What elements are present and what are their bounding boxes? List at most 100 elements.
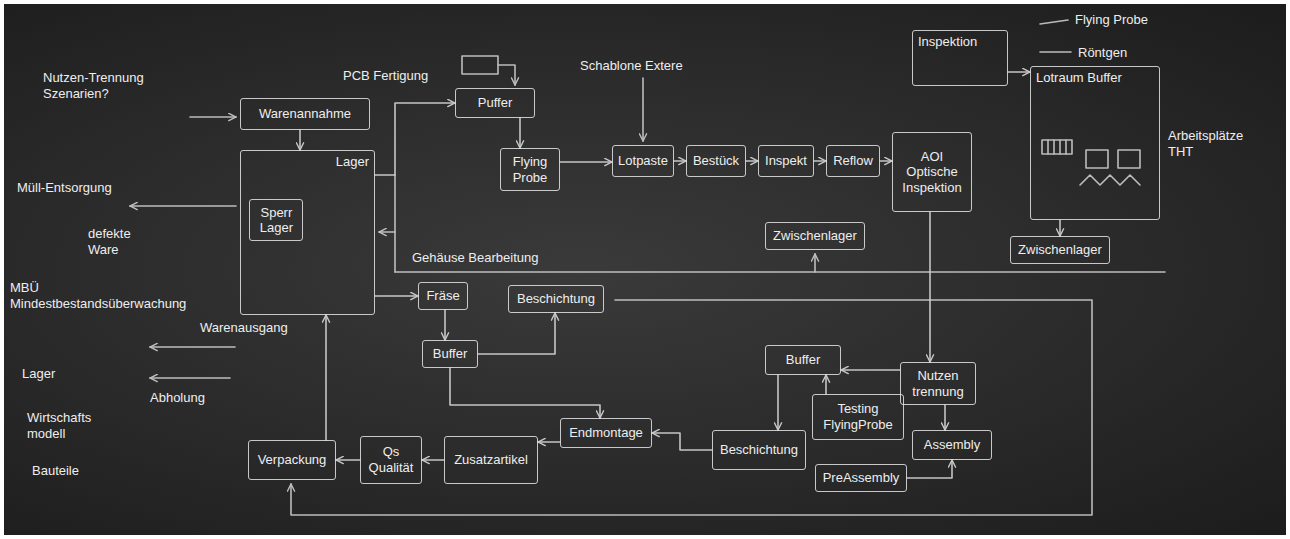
node-text: Lotpaste (618, 153, 668, 169)
node-text: Verpackung (258, 452, 327, 468)
storage-box: Zwischenlager (765, 222, 865, 250)
node-text: Lager (336, 154, 369, 170)
flow-arrow (825, 375, 827, 394)
note-text: Wirtschafts modell (27, 410, 107, 441)
process-box: Beschichtung (712, 430, 806, 470)
chalk-line (394, 175, 396, 272)
process-box: Fräse (418, 282, 468, 310)
flow-arrow (814, 160, 826, 162)
node-text: Lotraum Buffer (1036, 70, 1122, 86)
chalk-line (1040, 20, 1068, 24)
storage-box: LagerSperr Lager (240, 150, 375, 315)
note-text: Bauteile (32, 463, 79, 479)
node-text: Zusatzartikel (454, 452, 528, 468)
node-text: Inspektion (918, 34, 977, 50)
process-box: Qs Qualität (360, 436, 422, 484)
flow-arrow (478, 313, 555, 354)
note-text: Nutzen-Trennung Szenarien? (43, 70, 155, 101)
section-heading: PCB Fertigung (343, 68, 428, 84)
process-box: Bestück (686, 145, 746, 177)
process-box: Reflow (826, 145, 880, 177)
node-text: PreAssembly (823, 470, 900, 486)
process-box: Flying Probe (500, 148, 560, 191)
flow-arrow (375, 295, 418, 297)
process-box: Beschichtung (508, 285, 604, 313)
workstation-symbol (1080, 175, 1140, 185)
note-text: Arbeitsplätze THT (1168, 128, 1263, 159)
flow-arrow (519, 118, 521, 148)
process-box: Lotpaste (612, 145, 674, 177)
node-text: Qs Qualität (366, 444, 416, 475)
chalk-lines (130, 20, 1165, 515)
chalk-arrow (150, 377, 230, 379)
flow-arrow (907, 460, 952, 478)
node-text: Reflow (833, 153, 873, 169)
chalk-box (462, 56, 498, 74)
process-box: Zusatzartikel (444, 436, 538, 484)
flow-arrow (560, 161, 612, 163)
flow-arrow (1008, 71, 1030, 73)
flow-arrow (652, 433, 712, 450)
flow-arrow (375, 103, 455, 175)
node-text: Sperr Lager (255, 205, 297, 236)
process-box: Endmontage (560, 418, 652, 448)
note-text: MBÜ Mindestbestandsüberwachung (10, 280, 210, 311)
chalk-line (395, 271, 1165, 273)
node-text: Warenannahme (259, 106, 351, 122)
node-text: Flying Probe (506, 154, 554, 185)
chalk-arrow (379, 231, 395, 233)
buffer-box: Puffer (455, 88, 535, 118)
process-box: Assembly (912, 430, 992, 460)
note-text: defekte Ware (88, 226, 150, 257)
note-text: Schablone Extere (580, 58, 683, 74)
note-text: Müll-Entsorgung (17, 180, 112, 196)
workstation-symbol (1053, 140, 1055, 154)
chalk-arrow (190, 116, 236, 118)
flow-arrow (944, 405, 946, 430)
chalk-arrow (814, 254, 816, 272)
flow-arrow (299, 130, 301, 150)
note-text: Lager (22, 366, 55, 382)
workstation-symbol (1086, 150, 1108, 168)
node-text: Endmontage (569, 425, 643, 441)
flow-arrow (777, 375, 779, 430)
node-text: Buffer (786, 352, 820, 368)
section-heading: Gehäuse Bearbeitung (412, 250, 538, 266)
workstation-symbol (1059, 140, 1061, 154)
chalk-arrow (130, 205, 236, 207)
chalk-arrow (498, 65, 515, 85)
node-text: AOI Optische Inspektion (898, 149, 966, 196)
process-box: Inspekt (758, 145, 814, 177)
flow-arrow (444, 310, 446, 340)
flow-arrow (929, 212, 931, 362)
node-text: Nutzen trennung (906, 368, 970, 399)
note-text: Warenausgang (200, 320, 288, 336)
node-text: Assembly (924, 437, 980, 453)
note-text: Röntgen (1078, 45, 1127, 61)
flow-arrow (325, 315, 327, 440)
process-box: Inspektion (912, 30, 1008, 86)
flow-arrow (674, 160, 686, 162)
flow-arrow (336, 459, 360, 461)
process-box: AOI Optische Inspektion (892, 132, 972, 212)
node-text: Buffer (433, 346, 467, 362)
flow-arrow (450, 368, 600, 418)
node-text: Zwischenlager (773, 228, 857, 244)
workstation-symbol (1118, 150, 1140, 168)
node-text: Testing (837, 401, 878, 417)
node-text: Beschichtung (517, 291, 595, 307)
process-box: PreAssembly (815, 464, 907, 492)
flow-arrow (746, 160, 758, 162)
storage-box: Zwischenlager (1010, 236, 1110, 264)
process-box: TestingFlyingProbe (812, 394, 904, 440)
node-text: Inspekt (765, 153, 807, 169)
chalk-arrow (291, 300, 1092, 515)
node-text: FlyingProbe (823, 417, 892, 433)
node-text: Bestück (693, 153, 739, 169)
flow-arrow (422, 459, 444, 461)
flow-arrow (538, 441, 560, 443)
flow-arrow (841, 369, 900, 371)
workstation-symbol (1065, 140, 1067, 154)
